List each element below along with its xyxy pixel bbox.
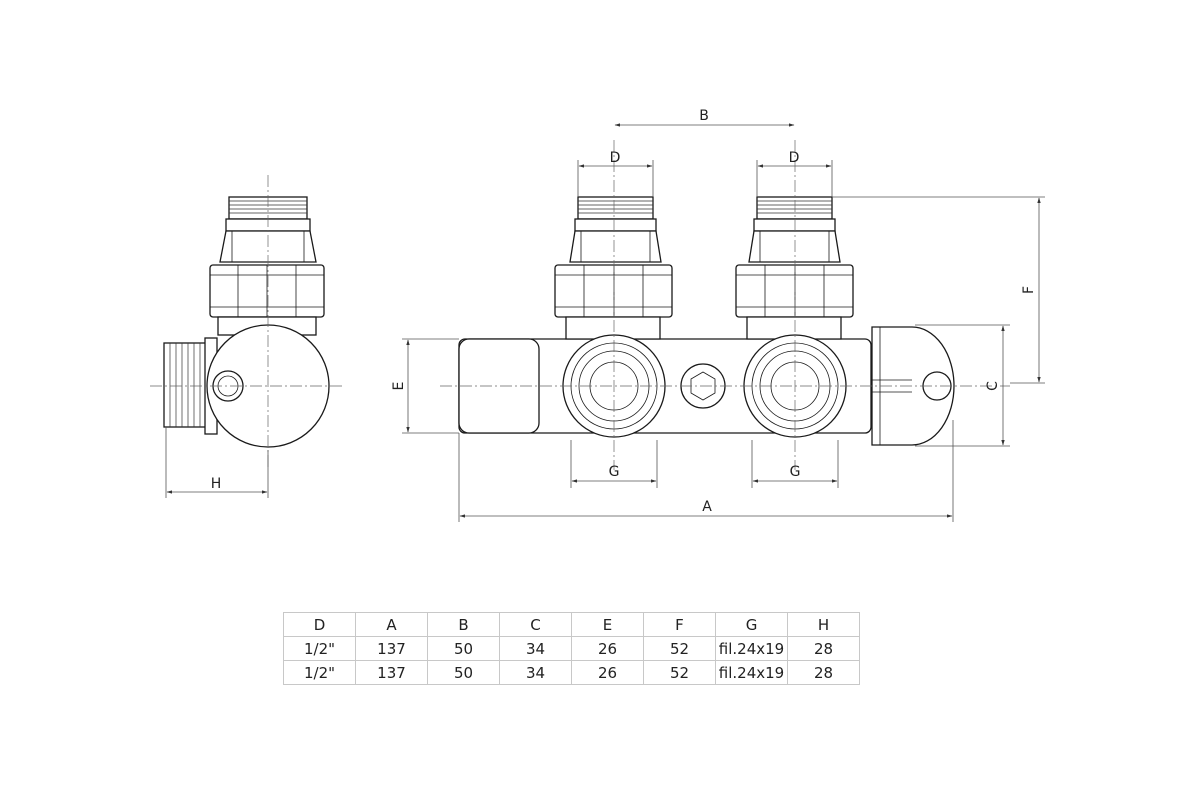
- dimension-g-right: G: [751, 440, 839, 488]
- spec-table-cell: 1/2": [283, 660, 356, 685]
- dimension-f-label: F: [1021, 286, 1037, 294]
- spec-table-cell: fil.24x19: [715, 636, 788, 661]
- spec-table-cell: 137: [355, 636, 428, 661]
- spec-table-cell: 26: [571, 636, 644, 661]
- spec-table-cell: 26: [571, 660, 644, 685]
- spec-table-header: G: [715, 612, 788, 637]
- dimension-g-right-label: G: [790, 464, 801, 480]
- spec-table-cell: 137: [355, 660, 428, 685]
- spec-table-row: 1/2" 137 50 34 26 52 fil.24x19 28: [283, 636, 860, 661]
- side-hex-nut: [209, 264, 325, 318]
- dimension-d-right-label: D: [789, 150, 800, 166]
- dimension-g-left: G: [570, 440, 658, 488]
- spec-table-header: B: [427, 612, 500, 637]
- dimension-e: E: [391, 338, 459, 434]
- left-fitting: [554, 196, 673, 438]
- dimension-d-right: D: [756, 150, 833, 197]
- dimension-d-left-label: D: [610, 150, 621, 166]
- dimension-c: C: [915, 324, 1010, 447]
- spec-table-cell: 50: [427, 636, 500, 661]
- dimension-c-label: C: [985, 381, 1001, 391]
- dimension-a-label: A: [702, 499, 712, 515]
- spec-table-cell: 34: [499, 636, 572, 661]
- spec-table-header: F: [643, 612, 716, 637]
- spec-table-cell: 50: [427, 660, 500, 685]
- spec-table-cell: 52: [643, 660, 716, 685]
- spec-table-header-row: D A B C E F G H: [283, 612, 860, 637]
- side-view: H: [150, 175, 345, 498]
- spec-table-cell: 34: [499, 660, 572, 685]
- dimension-a: A: [458, 420, 954, 522]
- dimension-b: B: [614, 108, 795, 127]
- dimension-h: H: [165, 427, 269, 498]
- spec-table-header: A: [355, 612, 428, 637]
- spec-table-header: E: [571, 612, 644, 637]
- spec-table-cell: 1/2": [283, 636, 356, 661]
- spec-table-row: 1/2" 137 50 34 26 52 fil.24x19 28: [283, 660, 860, 685]
- dimension-e-label: E: [391, 382, 407, 391]
- spec-table-cell: 52: [643, 636, 716, 661]
- front-end-cap: [458, 338, 540, 434]
- front-view: B D D E F: [391, 108, 1045, 522]
- dimension-d-left: D: [577, 150, 654, 197]
- right-fitting: [735, 196, 854, 438]
- spec-table-cell: 28: [787, 660, 860, 685]
- dimension-f: F: [832, 196, 1045, 384]
- spec-table-cell: fil.24x19: [715, 660, 788, 685]
- dimension-h-label: H: [211, 476, 222, 492]
- dimension-g-left-label: G: [609, 464, 620, 480]
- spec-table-cell: 28: [787, 636, 860, 661]
- dimension-b-label: B: [699, 108, 709, 124]
- spec-table-header: D: [283, 612, 356, 637]
- spec-table-header: H: [787, 612, 860, 637]
- spec-table: D A B C E F G H 1/2" 137 50 34 26 52 fil…: [283, 612, 860, 685]
- spec-table-header: C: [499, 612, 572, 637]
